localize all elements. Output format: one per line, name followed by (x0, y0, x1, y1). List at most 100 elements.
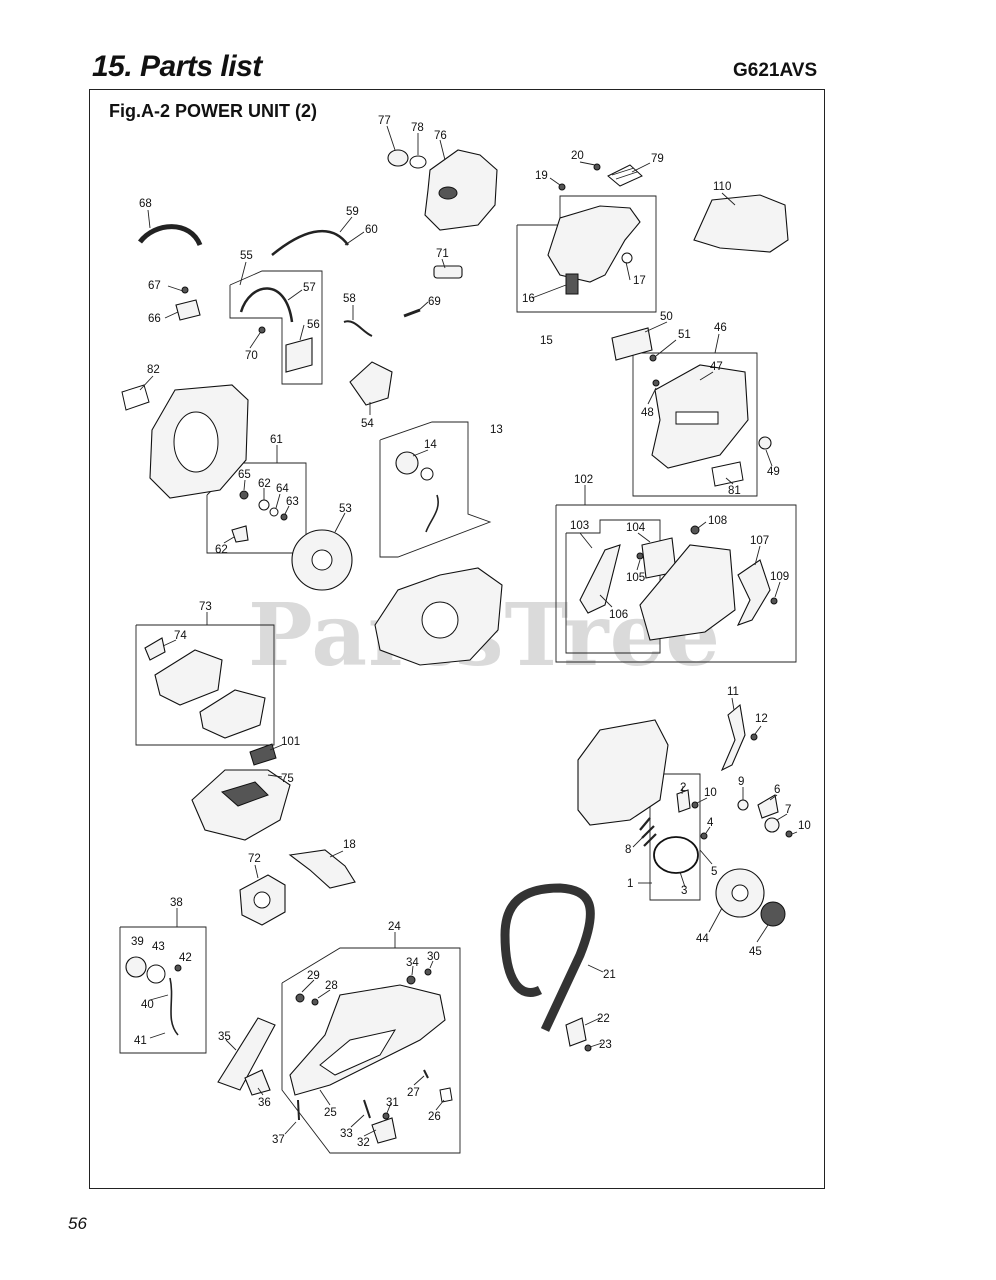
part-103-guide (579, 544, 621, 614)
label-77: 77 (378, 115, 391, 127)
part-69-plug (403, 308, 421, 318)
label-65: 65 (238, 469, 251, 481)
label-64: 64 (276, 483, 289, 495)
part-crankcase-right (577, 719, 669, 826)
label-18: 18 (343, 839, 356, 851)
group-outline-102 (555, 504, 797, 663)
label-37: 37 (272, 1134, 285, 1146)
part-24-grip-opening (319, 1029, 397, 1076)
part-48-screw (652, 379, 660, 387)
label-105: 105 (626, 572, 645, 584)
part-15-top-cover (547, 205, 641, 283)
label-44: 44 (696, 933, 709, 945)
label-68: 68 (139, 198, 152, 210)
label-24: 24 (388, 921, 401, 933)
part-51-screw (649, 354, 657, 362)
label-108: 108 (708, 515, 727, 527)
label-75: 75 (281, 773, 294, 785)
part-54-coil (349, 361, 393, 406)
label-14: 14 (424, 439, 437, 451)
part-7-washer (764, 817, 780, 833)
leader-lines (139, 125, 798, 1137)
label-48: 48 (641, 407, 654, 419)
label-17: 17 (633, 275, 646, 287)
label-50: 50 (660, 311, 673, 323)
label-62a: 62 (258, 478, 271, 490)
label-82: 82 (147, 364, 160, 376)
part-23-screw (584, 1044, 592, 1052)
part-36-trigger (244, 1069, 271, 1096)
model-number: G621AVS (733, 60, 818, 81)
label-38: 38 (170, 897, 183, 909)
label-9: 9 (738, 776, 744, 788)
label-56: 56 (307, 319, 320, 331)
label-79: 79 (651, 153, 664, 165)
label-61: 61 (270, 434, 283, 446)
part-107-plate (736, 559, 771, 626)
label-29: 29 (307, 970, 320, 982)
label-107: 107 (750, 535, 769, 547)
label-28: 28 (325, 980, 338, 992)
part-62-pawl-b (231, 525, 249, 543)
part-4-spring (700, 832, 708, 840)
part-72-bore (253, 891, 271, 909)
part-35-grip (217, 1017, 276, 1091)
group-outline-13 (379, 421, 492, 558)
part-17-nut (621, 252, 633, 264)
part-62-pawl (258, 499, 270, 511)
part-8-spring (639, 817, 657, 847)
group-outline-55 (229, 270, 323, 385)
diagram-frame (89, 89, 825, 1189)
part-6-lever (757, 794, 779, 819)
part-65-screw (239, 490, 249, 500)
label-26: 26 (428, 1111, 441, 1123)
part-67-pin (181, 286, 189, 294)
part-105-screw (636, 552, 644, 560)
part-crankcase-bore (421, 601, 459, 639)
label-109: 109 (770, 571, 789, 583)
part-43-filter (146, 964, 166, 984)
label-41: 41 (134, 1035, 147, 1047)
part-14-pulley (395, 451, 419, 475)
label-31: 31 (386, 1097, 399, 1109)
label-66: 66 (148, 313, 161, 325)
label-55: 55 (240, 250, 253, 262)
part-76-hole (438, 186, 458, 200)
label-36: 36 (258, 1097, 271, 1109)
part-42-pin (174, 964, 182, 972)
part-73-filter-a (154, 649, 223, 706)
label-106: 106 (609, 609, 628, 621)
part-37-screw (297, 1099, 300, 1121)
part-22-bracket (565, 1017, 587, 1047)
part-14-ring (420, 467, 434, 481)
label-12: 12 (755, 713, 768, 725)
part-10b-nut (785, 830, 793, 838)
part-71-switch (433, 265, 463, 279)
part-29-spring (295, 993, 305, 1003)
group-outline-46 (632, 352, 758, 497)
part-45-sprocket (760, 901, 786, 927)
part-77-cap (387, 149, 409, 167)
label-110: 110 (713, 181, 731, 193)
part-30-screw (424, 968, 432, 976)
label-49: 49 (767, 466, 780, 478)
part-number-labels: 77 78 76 20 79 19 110 68 59 60 55 71 57 … (131, 115, 811, 1149)
part-78-oring (409, 155, 427, 169)
part-18-bracket (288, 849, 356, 889)
label-102: 102 (574, 474, 593, 486)
label-10b: 10 (798, 820, 811, 832)
group-outline-73 (135, 624, 275, 746)
label-60: 60 (365, 224, 378, 236)
part-75-opening (220, 781, 269, 807)
part-68-tube (138, 224, 203, 247)
part-28-pin (311, 998, 319, 1006)
part-13-wire (425, 494, 439, 533)
label-42: 42 (179, 952, 192, 964)
label-40: 40 (141, 999, 154, 1011)
part-starter-window (173, 411, 219, 473)
label-39: 39 (131, 936, 144, 948)
label-25: 25 (324, 1107, 337, 1119)
label-73: 73 (199, 601, 212, 613)
part-27-pin (423, 1069, 429, 1079)
